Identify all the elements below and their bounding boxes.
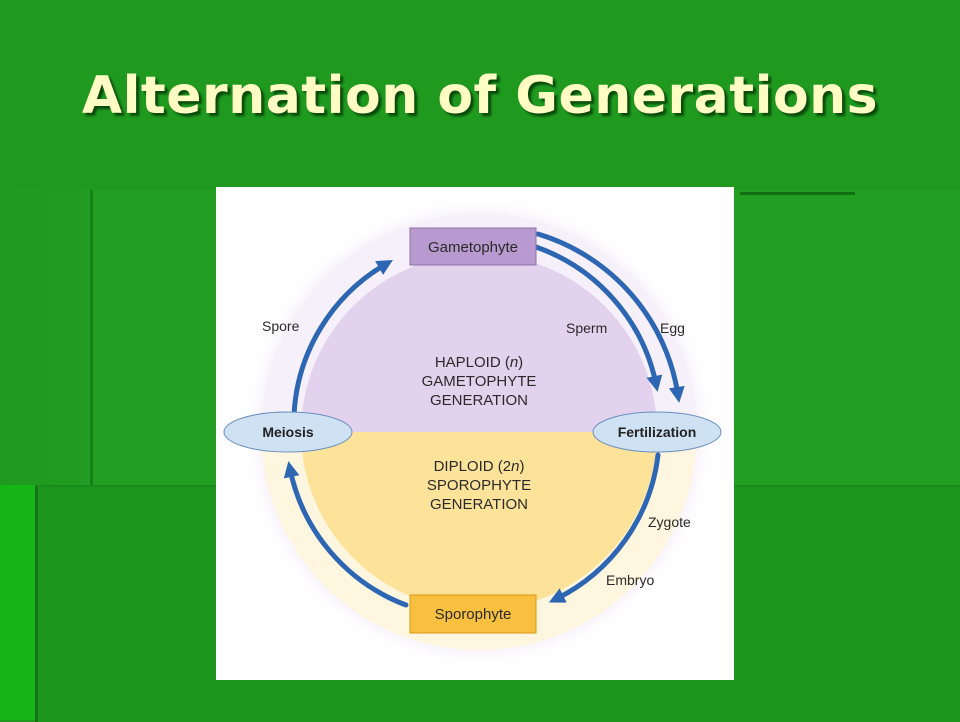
- arrow-egg: [535, 231, 685, 403]
- diagram-panel: Gametophyte Sporophyte Meiosis Fertiliza…: [216, 187, 734, 680]
- arrow-sporophyte-meiosis: [283, 461, 409, 608]
- zygote-label: Zygote: [648, 514, 691, 530]
- arrow-spore: [291, 259, 393, 418]
- fertilization-label: Fertilization: [618, 424, 697, 440]
- background-top: [0, 0, 960, 190]
- embryo-label: Embryo: [606, 572, 654, 588]
- diploid-line3: GENERATION: [430, 496, 528, 513]
- background-strip-left: [0, 485, 35, 720]
- life-cycle-diagram: Gametophyte Sporophyte Meiosis Fertiliza…: [223, 194, 722, 670]
- sporophyte-box: [409, 594, 537, 634]
- cycle-arrows: [283, 231, 685, 608]
- meiosis-oval: [223, 411, 353, 453]
- gametophyte-box: [409, 227, 537, 266]
- haploid-half: [301, 254, 657, 432]
- meiosis-label: Meiosis: [262, 424, 314, 440]
- arrow-zygote-embryo: [548, 452, 661, 603]
- egg-label: Egg: [660, 320, 685, 336]
- spore-label: Spore: [262, 318, 300, 334]
- gametophyte-label: Gametophyte: [428, 239, 518, 256]
- arrow-sperm: [533, 244, 663, 392]
- diploid-line1: DIPLOID (2n): [434, 458, 525, 475]
- sporophyte-label: Sporophyte: [435, 606, 512, 623]
- haploid-line1: HAPLOID (n): [435, 354, 523, 371]
- haploid-line2: GAMETOPHYTE: [422, 373, 537, 390]
- background-line: [740, 192, 855, 195]
- haploid-line3: GENERATION: [430, 392, 528, 409]
- slide-title: Alternation of Generations: [81, 66, 879, 126]
- fertilization-oval: [592, 411, 722, 453]
- diploid-half: [301, 432, 657, 610]
- diploid-line2: SPOROPHYTE: [427, 477, 531, 494]
- sperm-label: Sperm: [566, 320, 607, 336]
